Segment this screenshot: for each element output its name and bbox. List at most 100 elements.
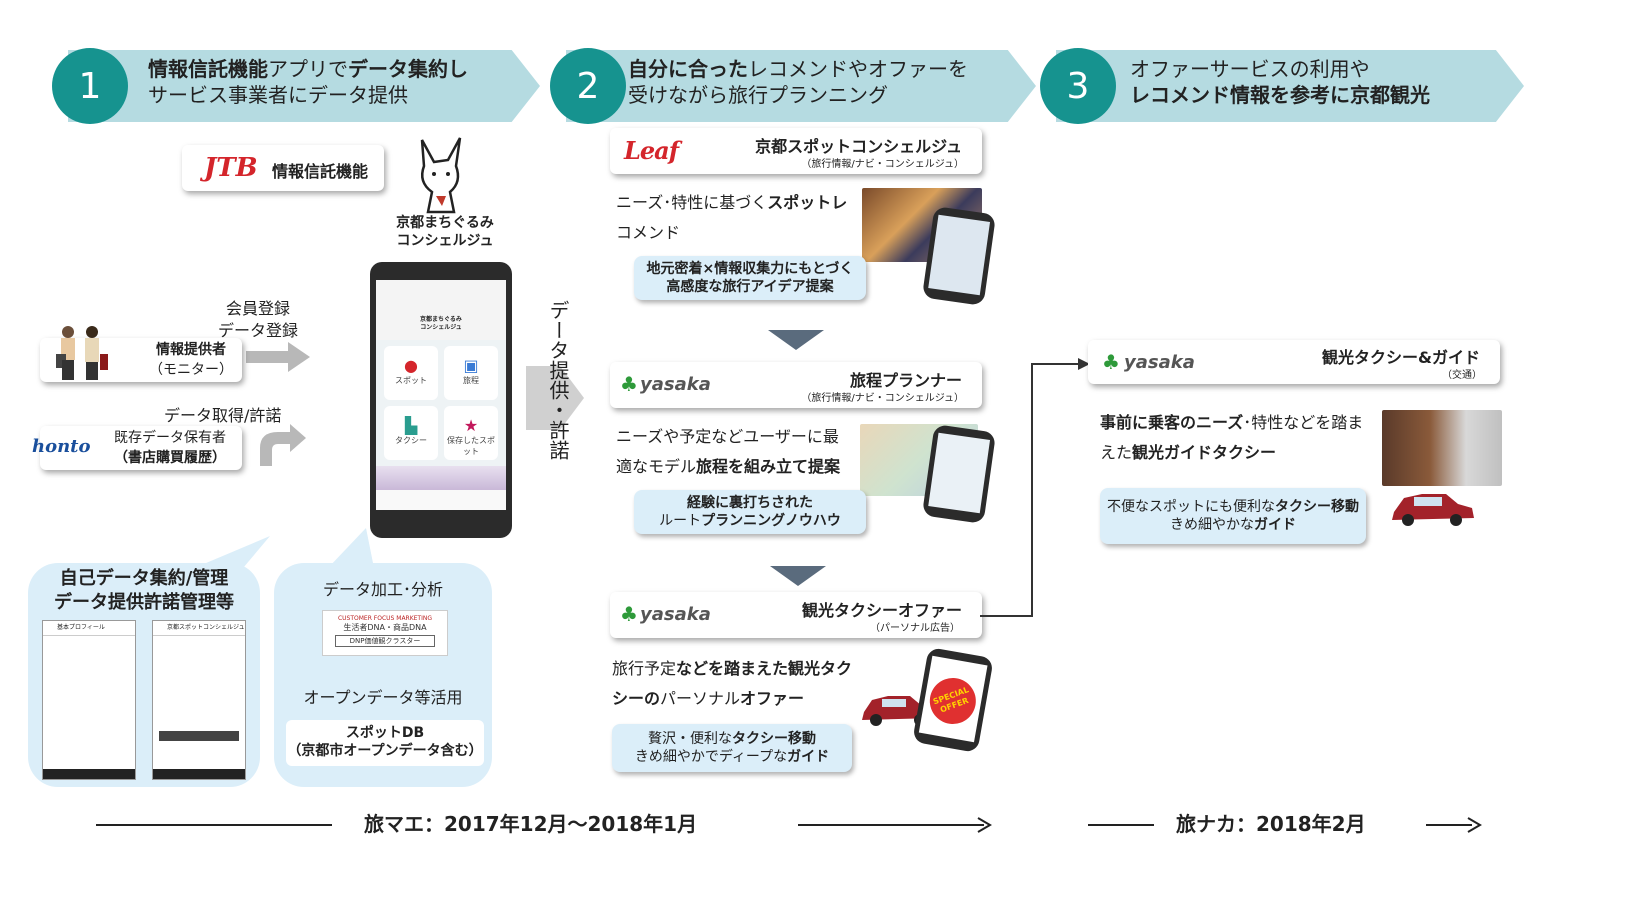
service4-bubble-line2: きめ細やかなガイド xyxy=(1170,516,1296,534)
step1-line2: サービス事業者にデータ提供 xyxy=(148,83,408,107)
service3-desc: 旅行予定などを踏まえた観光タク シーのパーソナルオファー xyxy=(612,654,862,714)
guide-photo xyxy=(1382,410,1502,486)
app-name-line2: コンシェルジュ xyxy=(396,233,494,249)
service2-bubble: 経験に裏打ちされた ルートプランニングノウハウ xyxy=(634,490,866,534)
clipboard-icon: ▣ xyxy=(463,356,479,375)
yasaka-logo-3: yasaka xyxy=(1124,352,1195,373)
holder-line2: （書店購買履歴） xyxy=(114,450,226,466)
service2-desc-c: 旅程を組み立て提案 xyxy=(696,457,841,476)
service1-desc-a: ニーズ･特性に基づく xyxy=(616,193,768,212)
provider-line2: （モニター） xyxy=(149,362,233,378)
step1-text: 情報信託機能アプリでデータ集約し サービス事業者にデータ提供 xyxy=(148,56,528,108)
taxi-car-icon-2 xyxy=(1392,494,1474,526)
leaf-logo: Leaf xyxy=(624,136,679,165)
service1-desc: ニーズ･特性に基づくスポットレ コメンド xyxy=(616,188,856,248)
consent-screen-nav xyxy=(153,769,245,779)
service1-bubble: 地元密着×情報収集力にもとづく 高感度な旅行アイデア提案 xyxy=(634,256,866,300)
step1-banner xyxy=(68,50,540,122)
tile-itinerary-label: 旅程 xyxy=(463,376,479,385)
dnp-line2: 生活者DNA・商品DNA xyxy=(343,623,427,632)
yasaka-logo: yasaka xyxy=(640,374,711,395)
service3-desc-a: 旅行予定 xyxy=(612,659,677,678)
holder-text: 既存データ保有者 （書店購買履歴） xyxy=(98,428,242,468)
consent-screen-header: 京都スポットコンシェルジュ xyxy=(153,621,245,636)
step3-text: オファーサービスの利用や レコメンド情報を参考に京都観光 xyxy=(1130,56,1510,108)
service1-sub: （旅行情報/ナビ・コンシェルジュ） xyxy=(801,159,964,170)
star-icon: ★ xyxy=(463,416,479,435)
service1-phone xyxy=(921,206,997,306)
profile-screen: 基本プロフィール xyxy=(42,620,136,780)
tile-saved-label: 保存したスポット xyxy=(447,436,495,456)
timeline-line-3 xyxy=(1088,824,1154,826)
jtb-card: JTB 情報信託機能 xyxy=(182,145,384,191)
timeline-line-4 xyxy=(1426,824,1472,826)
timeline-arrowhead-2 xyxy=(1467,817,1482,833)
step1-number: 1 xyxy=(52,48,128,124)
provide-arrow-icon xyxy=(526,366,584,430)
service1-title: 京都スポットコンシェルジュ xyxy=(755,137,962,156)
service2-sub: （旅行情報/ナビ・コンシェルジュ） xyxy=(801,393,964,404)
profile-screen-header: 基本プロフィール xyxy=(43,621,135,636)
connector-arrow-icon xyxy=(980,358,1090,617)
tile-taxi-label: タクシー xyxy=(395,436,427,445)
yasaka-clover-icon-3: ♣ xyxy=(1102,350,1120,374)
service1-bubble-line1: 地元密着×情報収集力にもとづく xyxy=(646,261,854,277)
service3-desc-e: パーソナル xyxy=(660,689,741,708)
step3-number: 3 xyxy=(1040,48,1116,124)
service2-desc-b: 適なモデル xyxy=(616,457,697,476)
service4-desc-c: えた xyxy=(1100,443,1133,462)
service2-title: 旅程プランナー xyxy=(849,371,962,390)
tile-saved[interactable]: ★ 保存したスポット xyxy=(444,406,498,460)
service2-bubble-line1: 経験に裏打ちされた xyxy=(687,495,813,511)
service3-desc-b: などを踏まえた xyxy=(676,659,789,678)
service2-bubble-line2b: プランニングノウハウ xyxy=(701,513,841,529)
pin-icon: ● xyxy=(404,356,418,375)
service4-desc-b: ･特性などを踏ま xyxy=(1243,413,1364,432)
spotdb-line2: （京都市オープンデータ含む） xyxy=(287,743,483,759)
profile-screen-nav xyxy=(43,769,135,779)
flow-down-arrow-2 xyxy=(770,566,826,586)
timeline-phase2: 旅ナカ：2018年2月 xyxy=(1176,812,1366,836)
people-icon xyxy=(56,326,108,380)
service2-desc: ニーズや予定などユーザーに最 適なモデル旅程を組み立て提案 xyxy=(616,422,866,482)
spotdb-line1: スポットDB xyxy=(345,725,425,741)
step2-bold: 自分に合った xyxy=(628,57,748,81)
bubble-tail-center xyxy=(328,528,374,568)
app-phone: 京都まちぐるみ コンシェルジュ ● スポット ▣ 旅程 ▙ タクシー ★ 保存し… xyxy=(370,262,512,538)
yasaka-clover-icon: ♣ xyxy=(620,372,638,396)
provider-card: 情報提供者 （モニター） xyxy=(40,326,242,382)
step2-rest: レコメンドやオファーを xyxy=(748,57,968,81)
service1-bubble-line2: 高感度な旅行アイデア提案 xyxy=(666,279,834,295)
screen-title: 京都まちぐるみ コンシェルジュ xyxy=(376,316,506,332)
app-screen: 京都まちぐるみ コンシェルジュ ● スポット ▣ 旅程 ▙ タクシー ★ 保存し… xyxy=(376,280,506,490)
dnp-logo: CUSTOMER FOCUS MARKETING 生活者DNA・商品DNA DN… xyxy=(322,610,448,656)
service4-card: ♣ yasaka 観光タクシー&ガイド （交通） xyxy=(1088,340,1500,384)
service4-bubble-line1: 不便なスポットにも便利なタクシー移動 xyxy=(1107,498,1359,516)
self-mgmt-line1: 自己データ集約/管理 xyxy=(59,568,229,589)
timeline-line-2 xyxy=(798,824,984,826)
service4-desc-a: 事前に乗客のニーズ xyxy=(1100,413,1244,432)
screen-header: 京都まちぐるみ コンシェルジュ xyxy=(376,280,506,340)
tile-spot[interactable]: ● スポット xyxy=(384,346,438,400)
city-skyline xyxy=(376,466,506,490)
service4-bubble: 不便なスポットにも便利なタクシー移動 きめ細やかなガイド xyxy=(1100,488,1366,544)
service4-bubble-line2a: きめ細やかな xyxy=(1170,517,1254,533)
screen-title-line2: コンシェルジュ xyxy=(420,324,462,331)
jtb-logo: JTB xyxy=(204,153,258,183)
taxi-icon: ▙ xyxy=(404,416,418,435)
service3-bubble-line1a: 贅沢・便利な xyxy=(648,731,732,747)
flow-down-arrow-1 xyxy=(768,330,824,350)
service4-title: 観光タクシー&ガイド xyxy=(1322,348,1480,367)
acquire-curved-arrow-icon xyxy=(260,424,306,466)
service4-desc: 事前に乗客のニーズ･特性などを踏ま えた観光ガイドタクシー xyxy=(1100,408,1380,468)
timeline-phase1: 旅マエ：2017年12月～2018年1月 xyxy=(364,812,698,836)
provide-label: データ提供・許諾 xyxy=(546,300,570,460)
step3-line1: オファーサービスの利用や xyxy=(1130,57,1370,81)
app-name-line1: 京都まちぐるみ xyxy=(396,215,494,231)
step2-line2: 受けながら旅行プランニング xyxy=(628,83,888,107)
service2-bubble-line2a: ルート xyxy=(659,513,702,529)
nav-bar xyxy=(376,490,506,510)
tile-taxi[interactable]: ▙ タクシー xyxy=(384,406,438,460)
tile-itinerary[interactable]: ▣ 旅程 xyxy=(444,346,498,400)
service3-bubble-line2a: きめ細やかでディープな xyxy=(634,749,788,765)
